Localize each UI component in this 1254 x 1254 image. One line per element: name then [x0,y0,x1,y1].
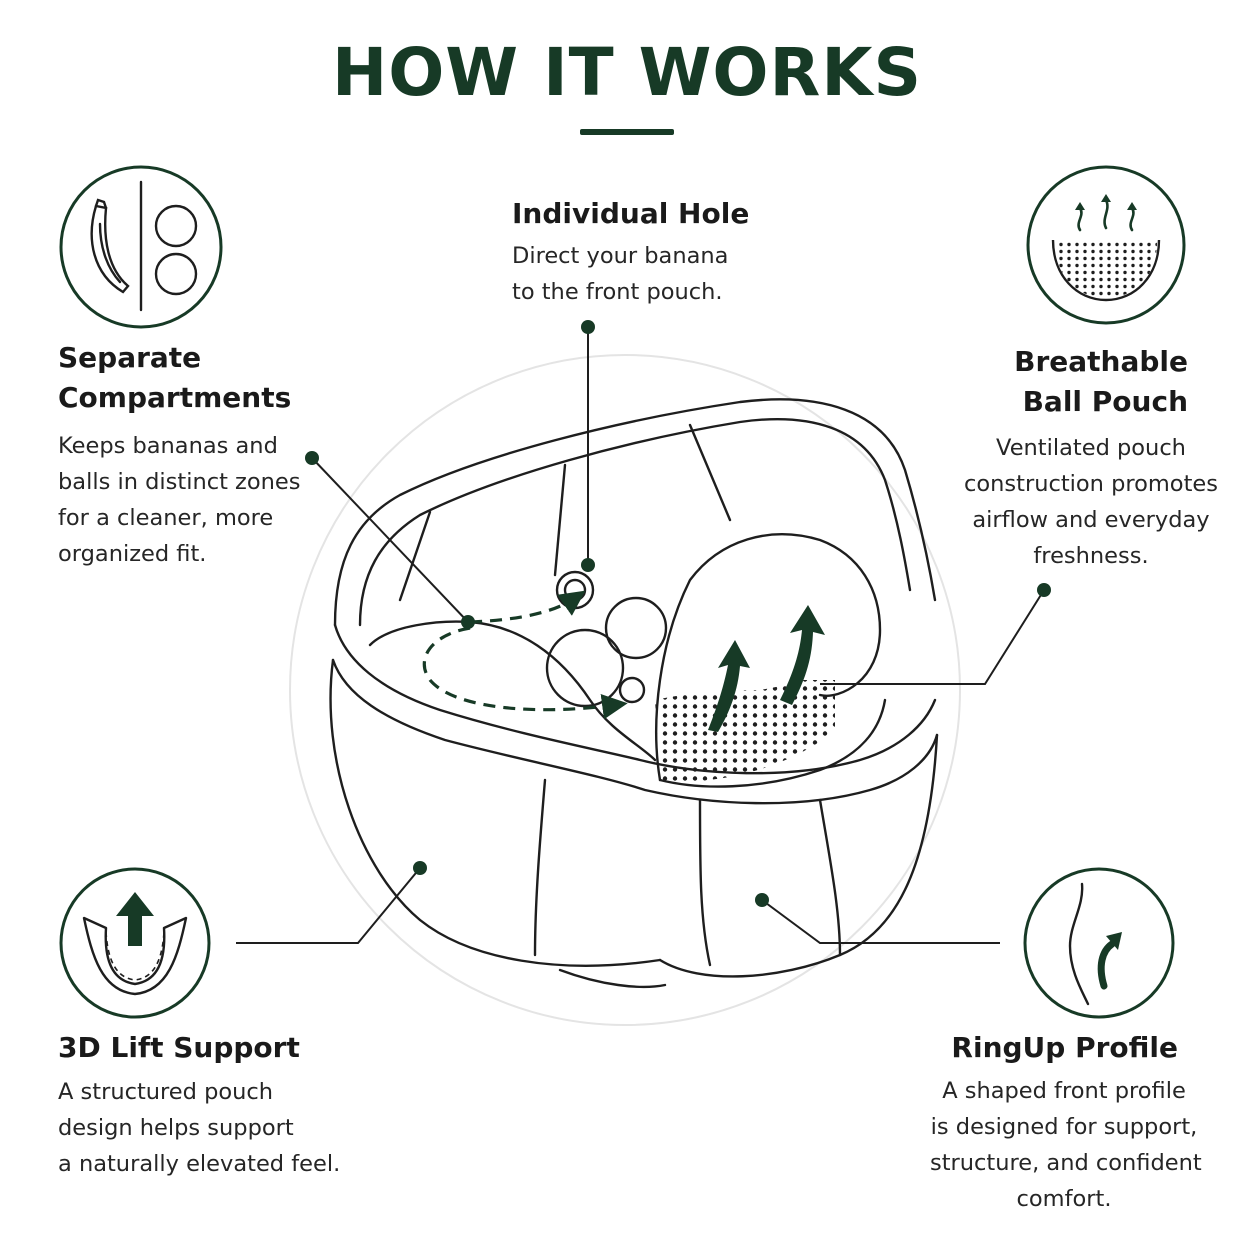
breathable-title-line-2: Ball Pouch [1022,385,1188,418]
ringup-profile-title: RingUp Profile [951,1031,1178,1064]
individual-hole-description: Direct your banana to the front pouch. [512,238,728,310]
title-underline [580,129,674,135]
airflow-arrows [708,605,825,732]
separate-compartments-line-3: for a cleaner, more [58,505,274,531]
ringup-line-4: comfort. [1016,1186,1112,1212]
callout-dots [305,320,1051,907]
breathable-ball-pouch-description: Ventilated pouch construction promotes a… [960,430,1222,574]
individual-hole-title: Individual Hole [512,197,750,230]
background-circle [289,354,961,1026]
ringup-line-2: is designed for support, [930,1114,1198,1140]
callout-lines [236,327,1045,944]
separate-compartments-description: Keeps bananas and balls in distinct zone… [58,428,300,572]
individual-hole-line-1: Direct your banana [512,243,729,269]
lift-support-description: A structured pouch design helps support … [58,1074,340,1182]
separate-compartments-title-line-1: Separate [58,341,202,374]
breathable-line-3: airflow and everyday [972,507,1210,533]
banana-and-balls-icon [59,165,223,329]
separate-compartments-title-line-2: Compartments [58,381,292,414]
separate-compartments-line-1: Keeps bananas and [58,433,278,459]
separate-compartments-line-4: organized fit. [58,541,207,567]
dashed-path [422,590,628,720]
ventilated-pouch-icon [1026,165,1186,325]
separate-compartments-title: Separate Compartments [58,338,291,418]
ringup-profile-description: A shaped front profile is designed for s… [930,1073,1202,1217]
lift-support-line-1: A structured pouch [58,1079,274,1105]
breathable-title-line-1: Breathable [1014,345,1188,378]
separate-compartments-line-2: balls in distinct zones [58,469,301,495]
breathable-ball-pouch-title: Breathable Ball Pouch [1014,342,1188,422]
breathable-line-4: freshness. [1033,543,1149,569]
breathable-line-2: construction promotes [964,471,1218,497]
lift-support-title: 3D Lift Support [58,1031,300,1064]
page-title: HOW IT WORKS [331,34,923,111]
lift-arrow-pouch-icon [59,867,211,1019]
ringup-line-3: structure, and confident [930,1150,1202,1176]
individual-hole-line-2: to the front pouch. [512,279,723,305]
lift-support-line-3: a naturally elevated feel. [58,1151,341,1177]
breathable-line-1: Ventilated pouch [996,435,1186,461]
curved-profile-icon [1023,867,1175,1019]
ringup-line-1: A shaped front profile [942,1078,1186,1104]
lift-support-line-2: design helps support [58,1115,294,1141]
brief-outline [329,398,939,989]
